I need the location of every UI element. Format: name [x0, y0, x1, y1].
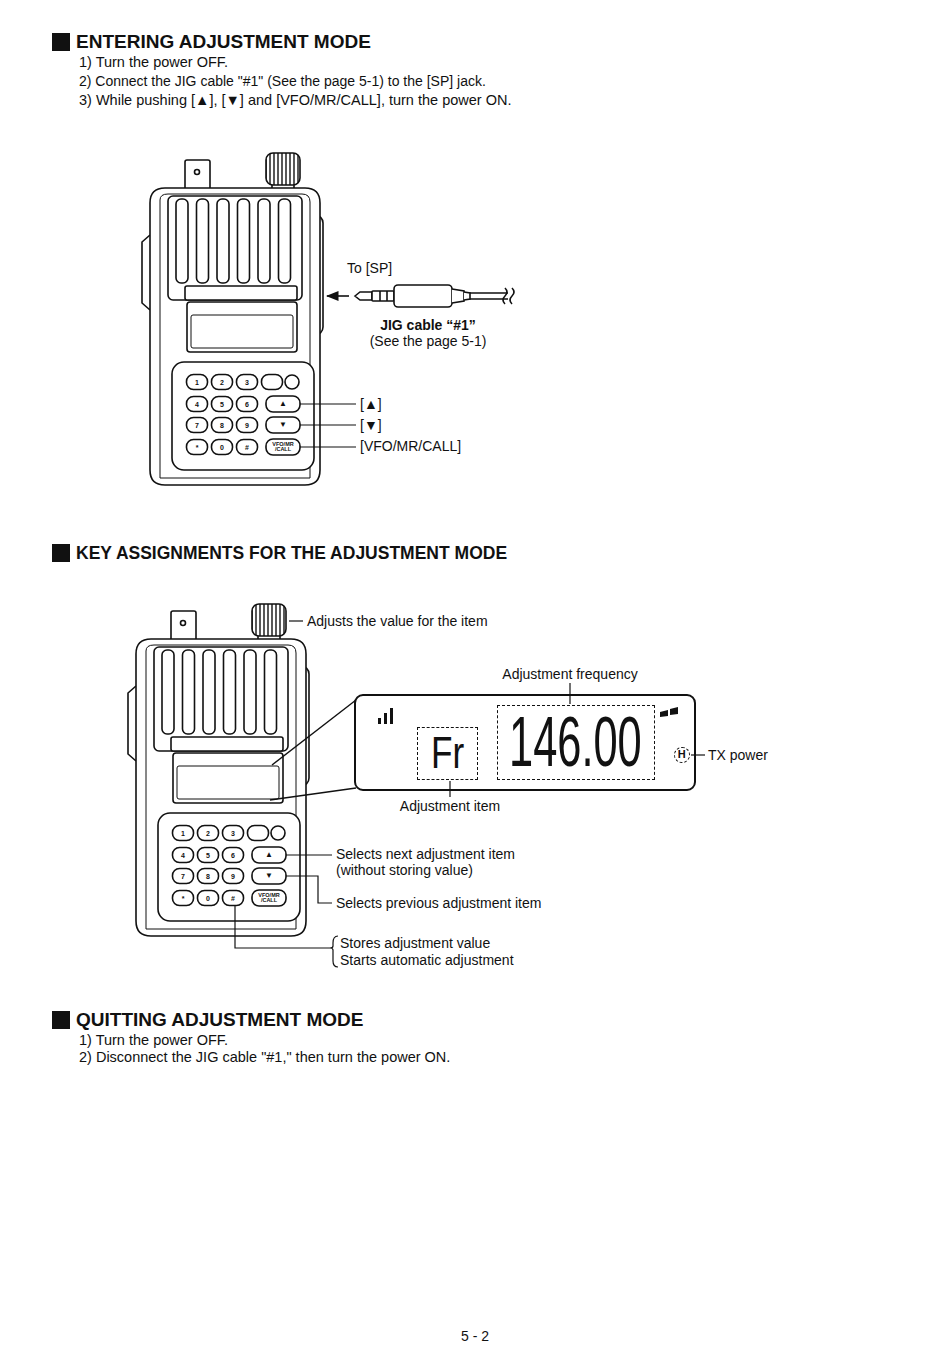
page-number: 5 - 2 — [461, 1328, 489, 1344]
key-legend: ▼ — [279, 421, 287, 429]
callout-label: Adjusts the value for the item — [307, 613, 488, 629]
step-text: 3) While pushing [▲], [▼] and [VFO/MR/CA… — [79, 92, 511, 109]
key-legend: # — [231, 895, 235, 902]
lcd-segment-text: 146.00 — [509, 707, 642, 777]
key-legend: 1 — [195, 379, 199, 386]
key-legend: 2 — [220, 379, 224, 386]
step-text: 2) Connect the JIG cable "#1" (See the p… — [79, 73, 486, 89]
heading-square — [52, 544, 70, 562]
leader-line — [300, 404, 356, 447]
section-heading: QUITTING ADJUSTMENT MODE — [76, 1009, 363, 1031]
key-legend: 5 — [206, 852, 210, 859]
callout-label: To [SP] — [347, 260, 392, 276]
key-legend: VFO/MR /CALL — [271, 442, 295, 453]
adjustment-frequency-box: 146.00 — [497, 705, 655, 780]
lcd-segment-text: Fr — [431, 731, 464, 775]
key-legend: 9 — [231, 873, 235, 880]
step-text: 2) Disconnect the JIG cable "#1," then t… — [79, 1049, 450, 1066]
key-legend: 6 — [231, 852, 235, 859]
jig-plug — [327, 285, 514, 307]
key-legend: * — [182, 895, 185, 902]
step-text: 1) Turn the power OFF. — [79, 54, 228, 71]
key-legend: 6 — [245, 401, 249, 408]
heading-square — [52, 33, 70, 51]
callout-label: Adjustment item — [400, 798, 500, 814]
key-legend: 2 — [206, 830, 210, 837]
callout-label: Starts automatic adjustment — [340, 952, 514, 968]
key-legend: * — [196, 444, 199, 451]
section-heading: ENTERING ADJUSTMENT MODE — [76, 31, 371, 53]
section-heading: KEY ASSIGNMENTS FOR THE ADJUSTMENT MODE — [76, 543, 507, 563]
key-legend: 1 — [181, 830, 185, 837]
key-legend: 3 — [245, 379, 249, 386]
key-legend: 0 — [220, 444, 224, 451]
callout-label: JIG cable “#1” — [380, 317, 476, 333]
key-legend: 8 — [220, 422, 224, 429]
key-legend: ▲ — [265, 851, 273, 859]
key-legend: 0 — [206, 895, 210, 902]
key-legend: 5 — [220, 401, 224, 408]
lcd-display — [270, 695, 695, 800]
adjustment-item-box: Fr — [417, 727, 478, 780]
key-label: [VFO/MR/CALL] — [360, 438, 461, 454]
callout-label: Adjustment frequency — [502, 666, 637, 682]
tx-power-indicator: H — [674, 747, 690, 763]
callout-label: Selects next adjustment item (without st… — [336, 846, 536, 878]
key-label: [▲] — [360, 396, 382, 412]
indicator-letter: H — [678, 749, 686, 760]
key-legend: 3 — [231, 830, 235, 837]
radio-drawing — [142, 153, 323, 485]
radio-drawing — [128, 604, 309, 936]
key-legend: # — [245, 444, 249, 451]
leader-line — [235, 621, 705, 967]
key-legend: 4 — [195, 401, 199, 408]
callout-label: Selects previous adjustment item — [336, 895, 541, 911]
key-legend: 8 — [206, 873, 210, 880]
key-legend: 4 — [181, 852, 185, 859]
key-legend: 7 — [195, 422, 199, 429]
key-legend: 9 — [245, 422, 249, 429]
callout-label: TX power — [708, 747, 768, 763]
key-label: [▼] — [360, 417, 382, 433]
key-legend: VFO/MR /CALL — [257, 893, 281, 904]
heading-square — [52, 1011, 70, 1029]
key-legend: ▼ — [265, 872, 273, 880]
step-text: 1) Turn the power OFF. — [79, 1032, 228, 1049]
key-legend: ▲ — [279, 400, 287, 408]
key-legend: 7 — [181, 873, 185, 880]
callout-label: Stores adjustment value — [340, 935, 490, 951]
callout-label: (See the page 5-1) — [370, 333, 487, 349]
